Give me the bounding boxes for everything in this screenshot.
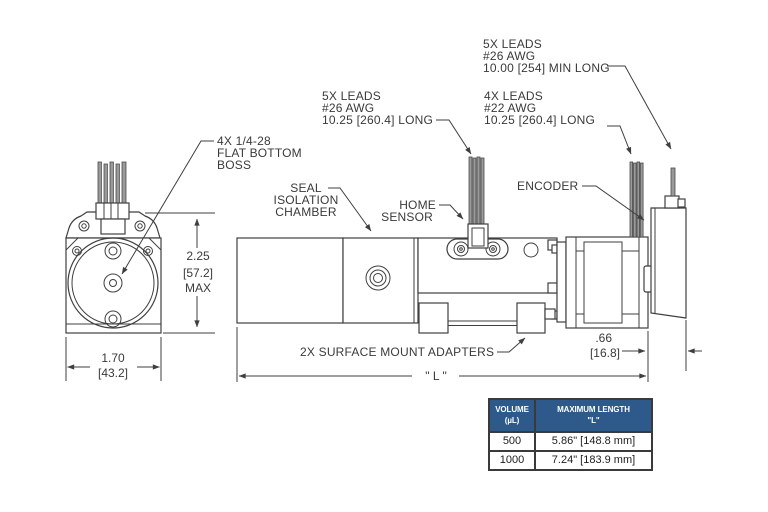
front-lead-wires [97, 161, 127, 206]
dim-depth-in: .66 [595, 331, 612, 345]
table-row: 1000 7.24" [183.9 mm] [490, 450, 651, 469]
dimension-width: 1.70 [43.2] [65, 337, 162, 381]
pump-front-body [65, 237, 162, 334]
label-leads-seal-3: 10.25 [260.4] LONG [322, 113, 433, 127]
label-leads-enc-1: 5X LEADS [483, 37, 542, 51]
table-row: 500 5.86" [148.8 mm] [490, 431, 651, 450]
dim-height-mm: [57.2] [183, 266, 213, 280]
label-home-1: HOME [399, 198, 436, 212]
cell-volume-1000: 1000 [490, 452, 536, 469]
encoder-lead-wire [670, 167, 676, 197]
motor [551, 236, 649, 329]
header-max-length-line2: "L" [587, 415, 600, 425]
leader-lines [121, 65, 672, 353]
cell-length-500: 5.86" [148.8 mm] [551, 435, 636, 448]
label-boss-2: FLAT BOTTOM [217, 146, 302, 160]
dim-width-mm: [43.2] [98, 366, 128, 380]
label-encoder: ENCODER [517, 179, 579, 193]
seal-lead-wires [468, 156, 485, 226]
front-view [65, 161, 162, 334]
label-adapters: 2X SURFACE MOUNT ADAPTERS [300, 345, 494, 359]
label-leads-seal-1: 5X LEADS [322, 89, 381, 103]
label-boss-1: 4X 1/4-28 [217, 134, 271, 148]
label-seal-2: ISOLATION [274, 193, 339, 207]
side-view [236, 156, 687, 334]
dimension-overall-length: " L " [236, 327, 649, 383]
header-volume-line2: (µL) [504, 415, 520, 425]
callout-labels: 4X 1/4-28 FLAT BOTTOM BOSS SEAL ISOLATIO… [217, 37, 610, 359]
label-leads-motor-2: #22 AWG [484, 101, 536, 115]
label-leads-seal-2: #26 AWG [322, 101, 374, 115]
label-leads-motor-1: 4X LEADS [484, 89, 543, 103]
seal-isolation-chamber [342, 237, 419, 324]
dimension-encoder-depth: .66 [16.8] [590, 320, 702, 371]
label-seal-1: SEAL [290, 181, 322, 195]
label-seal-3: CHAMBER [275, 205, 337, 219]
table-header: VOLUME (µL) MAXIMUM LENGTH "L" [490, 400, 651, 431]
dimension-height: 2.25 [57.2] MAX [145, 212, 215, 334]
cell-volume-500: 500 [490, 433, 536, 450]
surface-mount-adapters [418, 302, 556, 334]
label-leads-motor-3: 10.25 [260.4] LONG [484, 113, 595, 127]
dim-width-in: 1.70 [101, 351, 125, 365]
center-boss-hole [103, 273, 123, 293]
header-volume-line1: VOLUME [495, 405, 529, 415]
label-home-2: SENSOR [381, 210, 433, 224]
encoder [643, 167, 687, 319]
header-max-length-line1: MAXIMUM LENGTH [557, 405, 630, 415]
dim-length-L: " L " [425, 369, 446, 383]
syringe-barrel [236, 237, 344, 324]
label-boss-3: BOSS [217, 158, 251, 172]
label-leads-enc-3: 10.00 [254] MIN LONG [483, 61, 610, 75]
dim-height-max: MAX [185, 281, 211, 295]
pilot-circle [67, 237, 159, 329]
label-leads-enc-2: #26 AWG [483, 49, 535, 63]
volume-length-table: VOLUME (µL) MAXIMUM LENGTH "L" 500 5.86"… [488, 398, 653, 471]
dim-height-in: 2.25 [186, 249, 210, 263]
header-max-length: MAXIMUM LENGTH "L" [536, 400, 651, 431]
motor-lead-wires [629, 161, 644, 238]
dim-depth-mm: [16.8] [590, 346, 620, 360]
header-volume: VOLUME (µL) [490, 400, 536, 431]
cell-length-1000: 7.24" [183.9 mm] [551, 454, 636, 467]
